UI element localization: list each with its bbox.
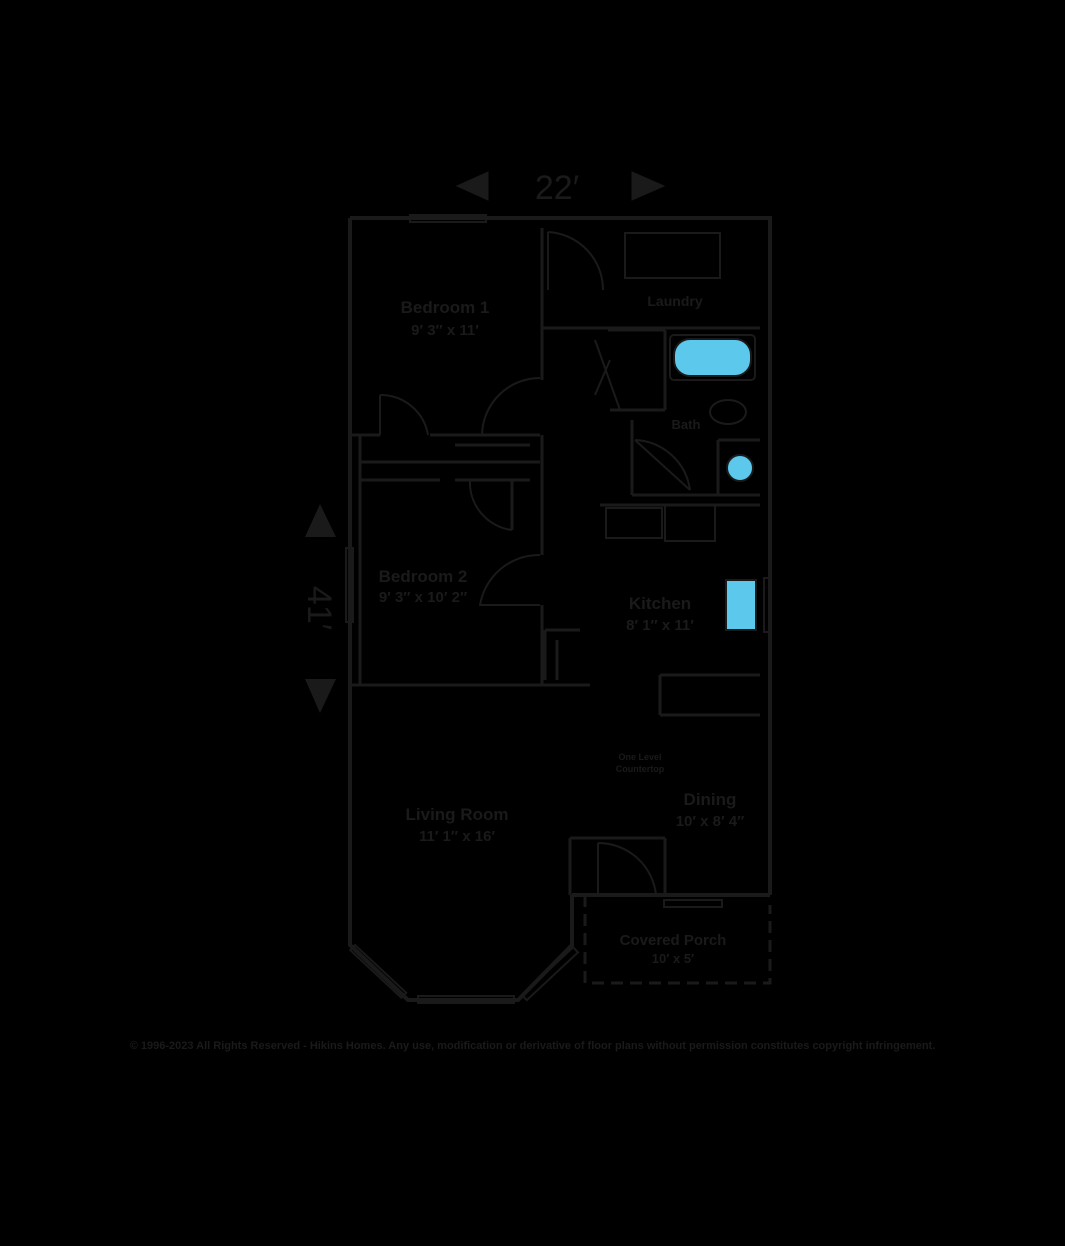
bedroom1-name: Bedroom 1: [401, 298, 490, 317]
washer-dryer-icon: [624, 232, 721, 279]
dining-size: 10′ x 8′ 4″: [676, 813, 745, 830]
window-bedroom2: [345, 547, 354, 623]
width-dimension: [455, 171, 666, 201]
counter-note-line2: Countertop: [616, 764, 665, 774]
doors: [379, 231, 691, 896]
door-laundry: [547, 231, 605, 291]
kitchen-name: Kitchen: [629, 594, 691, 613]
door-entry: [597, 841, 657, 896]
door-pantry: [594, 339, 621, 411]
width-label: 22′: [535, 169, 579, 207]
door-bedroom2: [478, 553, 541, 606]
window-bay-left: [348, 943, 408, 1000]
depth-arrow-down-icon: [305, 679, 336, 713]
depth-label: 41′: [300, 586, 338, 630]
window-bay-center: [417, 995, 515, 1004]
window-dining: [663, 899, 723, 908]
kitchen-size: 8′ 1″ x 11′: [626, 617, 694, 634]
window-bedroom1: [409, 214, 487, 223]
laundry-name: Laundry: [647, 293, 702, 309]
depth-arrow-up-icon: [305, 504, 336, 537]
door-bedroom1: [480, 377, 541, 436]
windows: [345, 214, 772, 1004]
door-closet2: [468, 479, 513, 531]
living-name: Living Room: [406, 805, 509, 824]
bedroom2-name: Bedroom 2: [379, 567, 468, 586]
room-labels: Bedroom 1 9′ 3″ x 11′ Laundry Bath Bedro…: [379, 293, 745, 966]
width-arrow-right-icon: [631, 171, 666, 201]
porch-name: Covered Porch: [620, 932, 727, 949]
fixtures: [605, 232, 757, 631]
bathtub-basin: [673, 338, 752, 377]
fridge-icon: [605, 507, 663, 539]
bedroom2-size: 9′ 3″ x 10′ 2″: [379, 589, 467, 606]
living-size: 11′ 1″ x 16′: [419, 828, 496, 845]
bathtub-icon: [669, 334, 756, 381]
window-kitchen: [763, 577, 772, 633]
bath-sink-icon: [726, 454, 754, 482]
toilet-icon: [709, 399, 747, 425]
window-bay-right: [520, 945, 580, 1002]
copyright-notice: © 1996-2023 All Rights Reserved - Hikins…: [129, 1040, 936, 1052]
stove-icon: [664, 504, 716, 542]
bedroom1-size: 9′ 3″ x 11′: [411, 322, 479, 339]
counter-note-line1: One Level: [618, 752, 661, 762]
door-closet1: [379, 393, 429, 436]
width-arrow-left-icon: [455, 171, 489, 201]
bath-name: Bath: [672, 417, 701, 432]
dining-name: Dining: [684, 790, 737, 809]
porch-size: 10′ x 5′: [652, 951, 694, 966]
door-bath: [634, 439, 691, 491]
depth-dimension: [305, 504, 336, 713]
kitchen-sink-icon: [725, 579, 757, 631]
exterior-walls: [348, 216, 772, 1002]
